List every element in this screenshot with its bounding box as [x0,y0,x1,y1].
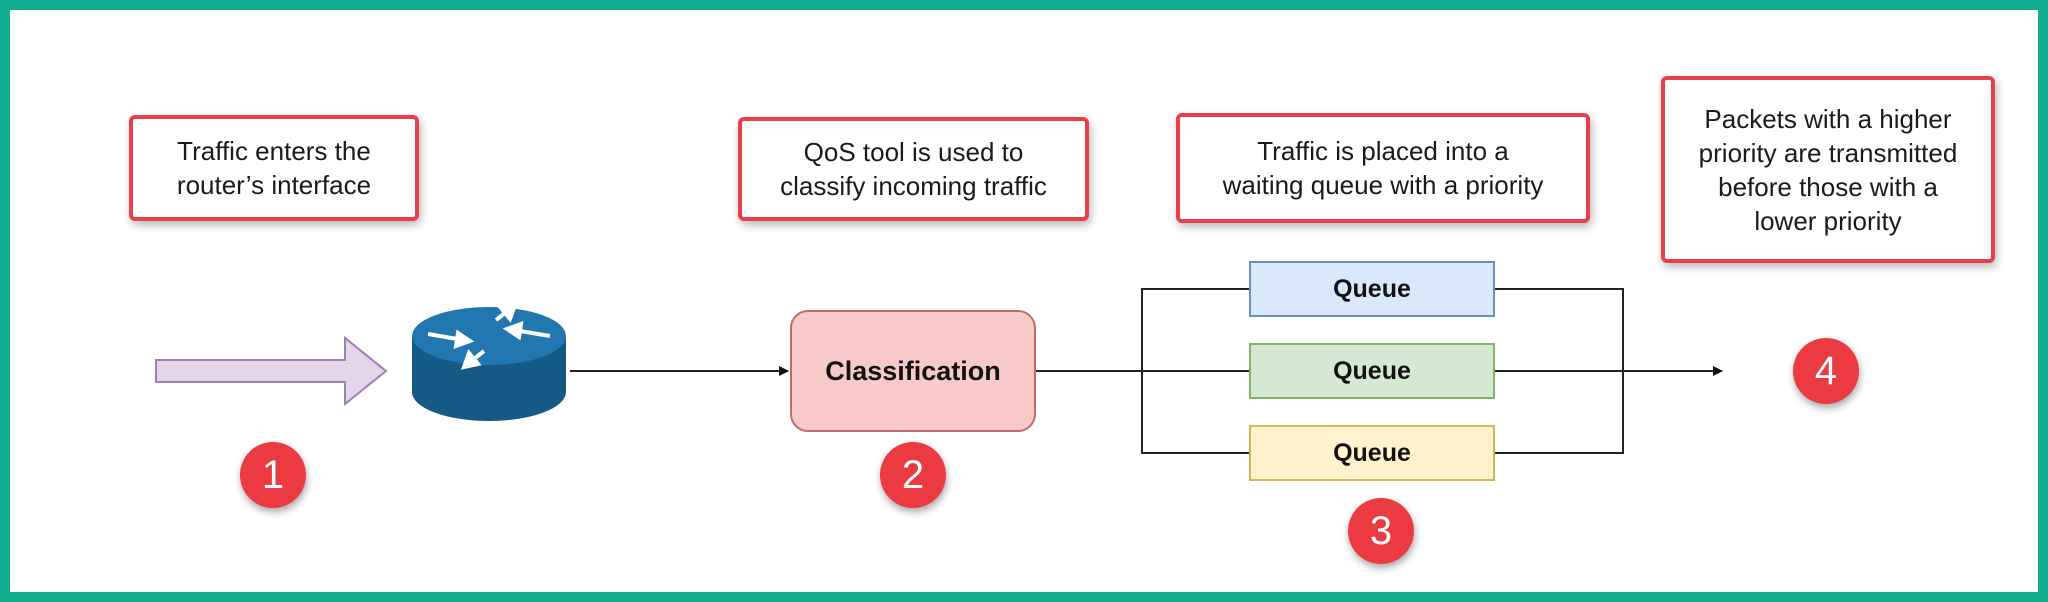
step2-callout: QoS tool is used to classify incoming tr… [738,117,1089,221]
queue-medium: Queue [1249,343,1495,399]
step-badge-3: 3 [1348,498,1414,564]
connector-lines [570,288,1723,454]
traffic-arrow-icon [155,335,388,407]
step-badge-2: 2 [880,442,946,508]
router-icon [412,302,566,421]
classification-node: Classification [790,310,1036,432]
queue-low: Queue [1249,425,1495,481]
step-badge-4: 4 [1793,338,1859,404]
step-badge-1: 1 [240,442,306,508]
step1-callout: Traffic enters the router’s interface [129,115,419,221]
step3-callout: Traffic is placed into a waiting queue w… [1176,113,1590,223]
queue-high: Queue [1249,261,1495,317]
step4-callout: Packets with a higher priority are trans… [1661,76,1995,263]
